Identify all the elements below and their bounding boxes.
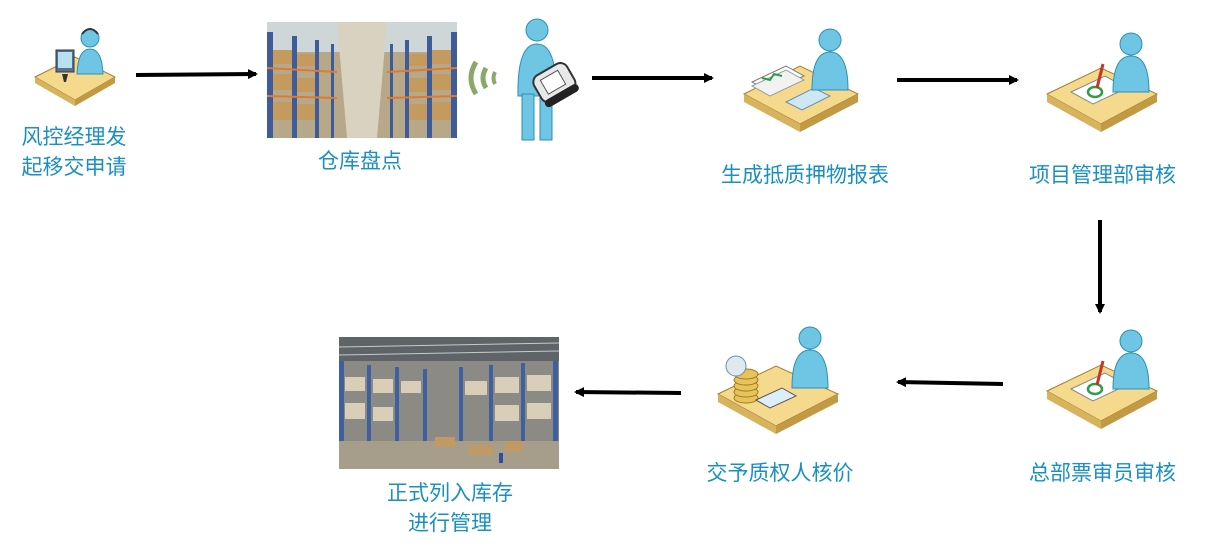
step-2-label: 仓库盘点: [318, 149, 402, 173]
arrow-5-6: [896, 377, 1004, 388]
reviewer-signing-icon: [1045, 329, 1159, 429]
arrow-6-7: [574, 387, 682, 398]
step-5-label: 总部票审员审核: [1029, 461, 1176, 485]
warehouse-interior-photo: [339, 337, 559, 469]
reviewer-signing-icon: [1045, 32, 1159, 132]
warehouse-photo: [267, 22, 457, 138]
arrow-1-2: [135, 69, 258, 80]
step-1-label: 风控经理发 起移交申请: [21, 125, 127, 179]
step-4-label: 项目管理部审核: [1029, 163, 1176, 187]
handheld-scanner-worker-icon: [468, 18, 579, 141]
step-6-label: 交予质权人核价: [706, 461, 854, 485]
worker-with-report-icon: [742, 28, 860, 132]
step-3-label: 生成抵质押物报表: [721, 163, 889, 187]
operator-at-computer-icon: [33, 28, 117, 106]
step-7-label: 正式列入库存 进行管理: [387, 481, 513, 535]
accountant-with-coins-icon: [716, 326, 840, 434]
